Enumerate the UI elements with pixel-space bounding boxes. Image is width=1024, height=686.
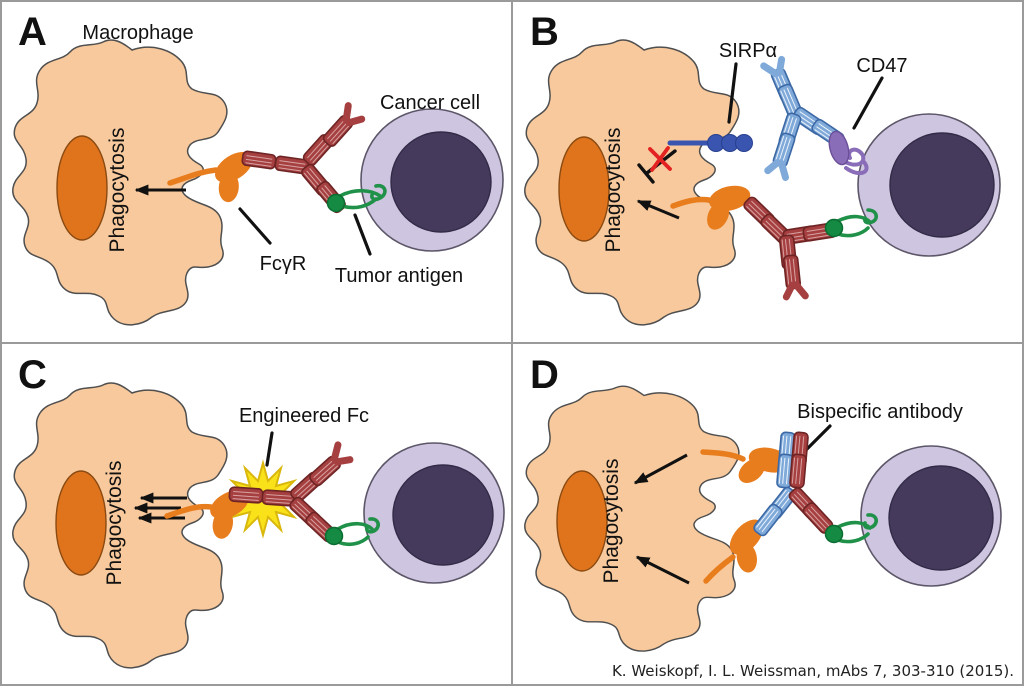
fcgr-receptor xyxy=(167,143,266,208)
phagocytosis-arrow-top xyxy=(633,453,688,485)
phagocytosis-arrow-bottom xyxy=(635,555,690,585)
cancer-cell-label: Cancer cell xyxy=(380,92,480,114)
antibody-igg-red xyxy=(240,106,363,215)
cancer-cell xyxy=(360,108,504,252)
panel-c: C Engineered Fc Phagocytosis xyxy=(12,353,505,669)
cancer-cell-nucleus xyxy=(392,464,494,566)
panel-b: B SIRPα CD47 Phagocytosis xyxy=(524,10,1001,326)
tumor-antigen xyxy=(824,513,878,544)
cancer-cell-nucleus xyxy=(889,132,995,238)
bispecific-label: Bispecific antibody xyxy=(797,401,963,423)
bispecific-pointer-line xyxy=(802,424,832,454)
macrophage-nucleus xyxy=(55,470,107,576)
fcgr-receptor-top xyxy=(700,432,799,503)
cancer-cell xyxy=(363,442,505,584)
antibody-igg-red xyxy=(741,194,839,298)
macrophage-nucleus xyxy=(558,136,610,242)
tumor-antigen-label: Tumor antigen xyxy=(335,265,463,287)
macrophage-nucleus xyxy=(556,470,608,572)
phagocytosis-label: Phagocytosis xyxy=(602,128,625,253)
tumor-antigen xyxy=(324,517,380,546)
tumor-antigen xyxy=(326,183,387,213)
phagocytosis-label: Phagocytosis xyxy=(106,128,129,253)
cancer-cell-nucleus xyxy=(888,465,994,571)
panel-letter: B xyxy=(530,10,559,54)
panel-a: A Macrophage Cancer cell Phagocytosis Fc… xyxy=(12,10,504,326)
anti-cd47-antibody-blue xyxy=(764,59,847,178)
phagocytosis-arrows xyxy=(133,492,187,524)
citation: K. Weiskopf, I. L. Weissman, mAbs 7, 303… xyxy=(612,662,1014,680)
engineered-fc-pointer-line xyxy=(265,431,274,467)
macrophage-cell xyxy=(524,39,740,326)
cancer-cell xyxy=(860,445,1002,587)
fcgr-receptor xyxy=(670,178,755,236)
cd47-pointer-line xyxy=(852,76,884,130)
fcgr-receptor xyxy=(164,482,260,544)
cancer-cell-nucleus xyxy=(390,131,492,233)
phagocytosis-label: Phagocytosis xyxy=(600,459,623,584)
tumor-antigen-pointer-line xyxy=(353,213,372,256)
panel-d: D Bispecific antibody Phagocytosis K. We… xyxy=(524,353,1017,681)
citation-background xyxy=(617,660,1017,681)
fcgr-label: FcγR xyxy=(260,253,307,275)
tumor-antigen xyxy=(824,208,878,238)
phagocytosis-arrow xyxy=(636,199,680,220)
sirpa-receptor xyxy=(667,134,753,152)
sirpa-pointer-line xyxy=(727,62,738,124)
panel-letter: D xyxy=(530,353,559,397)
blocked-x-icon xyxy=(648,146,672,172)
cd47-label: CD47 xyxy=(856,55,907,77)
panel-letter: A xyxy=(18,10,47,54)
macrophage-nucleus xyxy=(56,135,108,241)
fcgr-pointer-line xyxy=(238,207,272,245)
fcgr-receptor-bottom xyxy=(703,509,785,584)
sirpa-label: SIRPα xyxy=(719,40,777,62)
cancer-cell xyxy=(857,113,1001,257)
panel-letter: C xyxy=(18,353,47,397)
macrophage-label: Macrophage xyxy=(82,22,193,44)
phagocytosis-label: Phagocytosis xyxy=(103,461,126,586)
cd47-molecule xyxy=(828,130,869,176)
engineered-fc-label: Engineered Fc xyxy=(239,405,369,427)
